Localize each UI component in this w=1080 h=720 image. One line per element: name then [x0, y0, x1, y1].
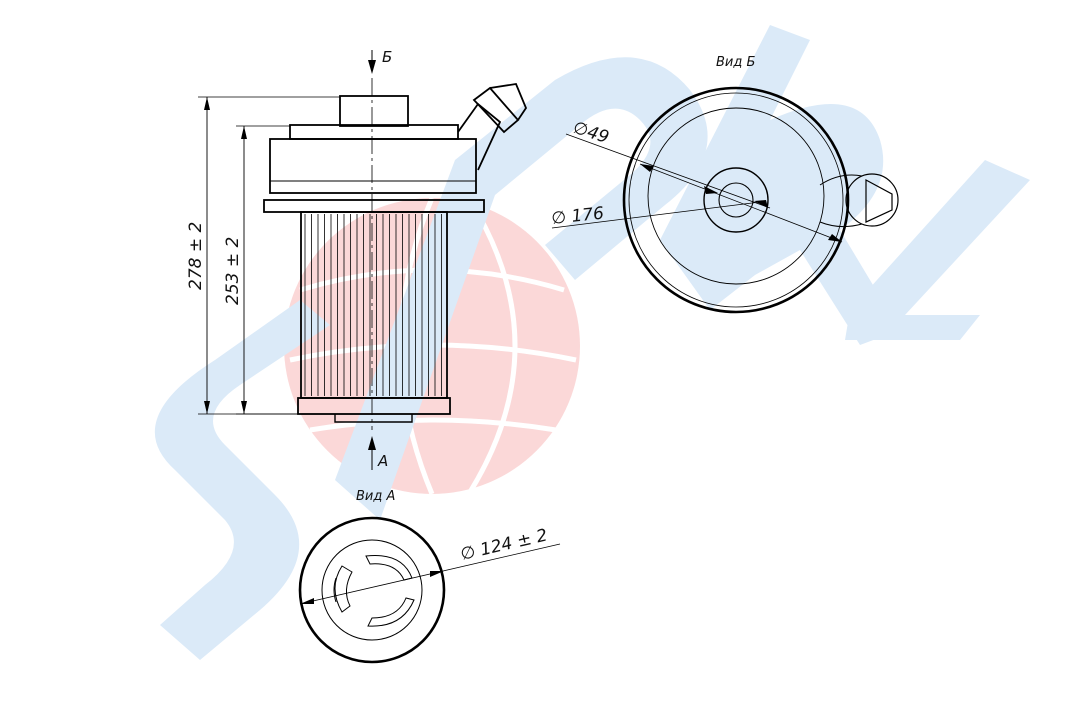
watermark-letter-l: [845, 160, 1030, 340]
housing: [269, 138, 477, 194]
section-label-b: Б: [382, 48, 392, 66]
view-a: Вид А ∅ 124 ± 2: [298, 489, 561, 664]
watermark-letters: [154, 25, 1030, 660]
section-arrow-b: Б: [368, 48, 392, 74]
bottom-ring: [297, 397, 451, 415]
view-b-title: Вид Б: [716, 55, 755, 70]
dimension-label-253: 253 ± 2: [223, 237, 243, 305]
pleated-filter: [300, 211, 448, 399]
dimension-body-height: 253 ± 2: [223, 125, 298, 415]
section-arrow-a: А: [368, 436, 388, 470]
side-view: Б А: [186, 48, 528, 470]
section-label-a: А: [377, 452, 388, 470]
view-a-title: Вид А: [356, 489, 395, 504]
upper-collar: [289, 124, 459, 140]
bayonet-segments: [333, 554, 415, 627]
dimension-bottom-diameter: ∅ 124 ± 2: [299, 525, 561, 605]
watermark: [154, 25, 1030, 660]
dimension-label-49: ∅49: [570, 118, 611, 148]
dimension-label-278: 278 ± 2: [186, 222, 206, 290]
top-cap: [339, 95, 409, 127]
watermark-letter-p: [335, 57, 708, 520]
dimension-total-height: 278 ± 2: [186, 96, 340, 415]
dimension-label-124: ∅ 124 ± 2: [459, 525, 550, 564]
watermark-letter-s: [154, 300, 330, 660]
view-b-nozzle: [819, 173, 899, 228]
bottom-tab: [334, 414, 413, 423]
watermark-letter-r: [660, 25, 900, 345]
side-nozzle: [457, 83, 528, 171]
